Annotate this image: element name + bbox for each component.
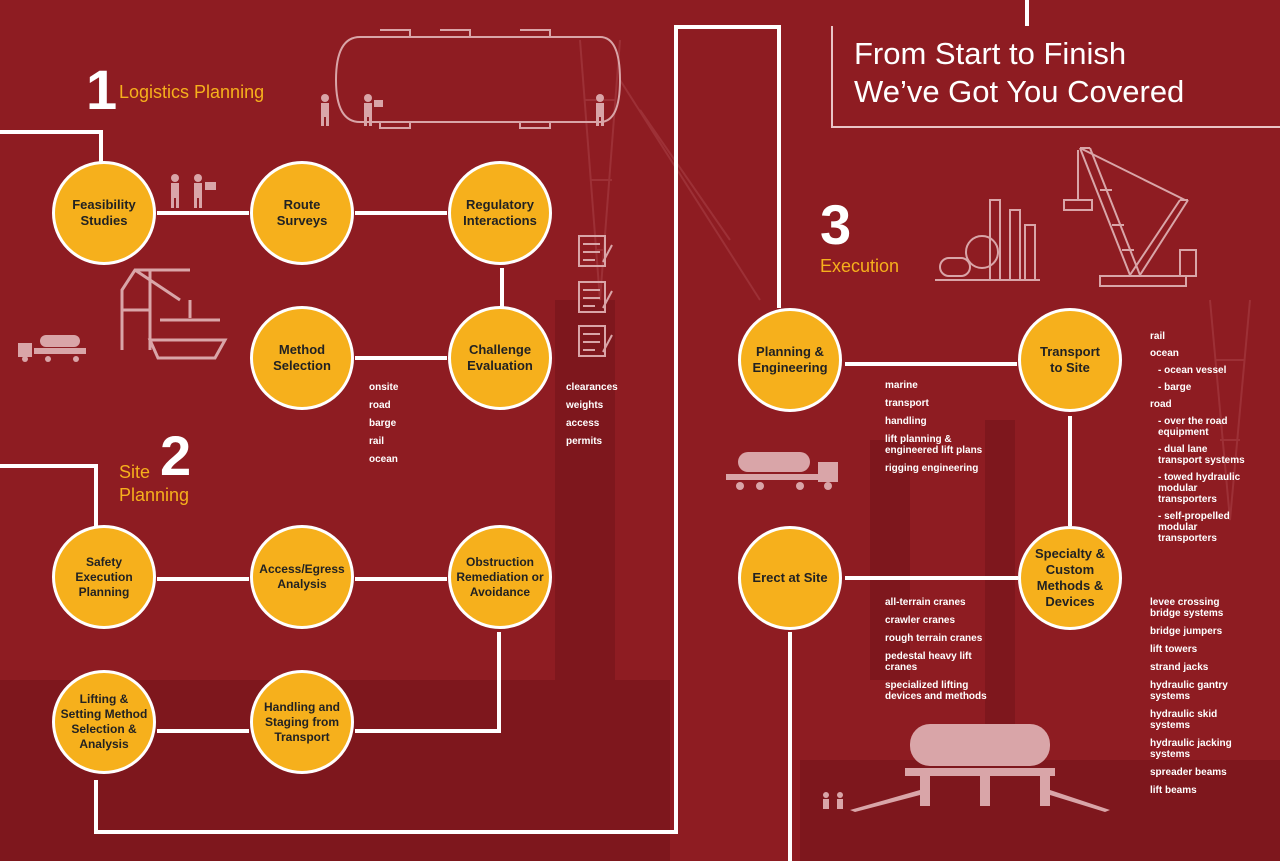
list-item: all-terrain cranes bbox=[885, 597, 966, 608]
erect-equipment-list: all-terrain cranes crawler cranes rough … bbox=[885, 597, 987, 709]
node-regulatory-interactions: Regulatory Interactions bbox=[448, 161, 552, 265]
connector-lines bbox=[0, 0, 1072, 861]
headline-line-1: From Start to Finish bbox=[854, 36, 1127, 71]
checklist-icon bbox=[578, 235, 613, 357]
list-item: specialized lifting devices and methods bbox=[885, 680, 987, 702]
list-item: spreader beams bbox=[1150, 767, 1227, 778]
list-item: lift planning & engineered lift plans bbox=[885, 434, 983, 456]
node-planning-engineering: Planning & Engineering bbox=[738, 308, 842, 412]
transport-truck-icon bbox=[726, 452, 838, 490]
node-obstruction-remediation: Obstruction Remediation or Avoidance bbox=[448, 525, 552, 629]
node-handling-staging: Handling and Staging from Transport bbox=[250, 670, 354, 774]
section-2-title: Site Planning bbox=[119, 462, 190, 505]
node-safety-execution-planning: Safety Execution Planning bbox=[52, 525, 156, 629]
list-item: ocean bbox=[1150, 348, 1179, 359]
list-item: hydraulic skid systems bbox=[1150, 709, 1218, 731]
section-2-number: 2 bbox=[160, 424, 192, 487]
workers-icon bbox=[321, 94, 604, 126]
section-1-title: Logistics Planning bbox=[119, 82, 265, 102]
surveyors-icon bbox=[171, 174, 216, 208]
list-item: transport bbox=[885, 398, 929, 409]
list-item: - dual lane transport systems bbox=[1158, 444, 1245, 466]
headline-box: From Start to Finish We’ve Got You Cover… bbox=[831, 26, 1280, 128]
list-item: rigging engineering bbox=[885, 463, 979, 474]
list-item: barge bbox=[369, 418, 397, 429]
node-feasibility-studies: Feasibility Studies bbox=[52, 161, 156, 265]
method-options-list: onsite road barge rail ocean bbox=[369, 382, 398, 472]
list-item: lift towers bbox=[1150, 644, 1198, 655]
section-3-number: 3 bbox=[820, 193, 852, 256]
crawler-crane-icon bbox=[1063, 147, 1197, 287]
node-method-selection: Method Selection bbox=[250, 306, 354, 410]
truck-tank-icon bbox=[18, 335, 86, 362]
list-item: - ocean vessel bbox=[1158, 365, 1227, 376]
list-item: - towed hydraulic modular transporters bbox=[1158, 472, 1241, 505]
list-item: - barge bbox=[1158, 382, 1192, 393]
list-item: handling bbox=[885, 416, 927, 427]
list-item: pedestal heavy lift cranes bbox=[885, 651, 972, 673]
list-item: road bbox=[369, 400, 391, 411]
section-3-title: Execution bbox=[820, 256, 900, 276]
node-access-egress-analysis: Access/Egress Analysis bbox=[250, 525, 354, 629]
node-route-surveys: Route Surveys bbox=[250, 161, 354, 265]
headline-line-2: We’ve Got You Covered bbox=[854, 74, 1185, 109]
list-item: permits bbox=[566, 436, 603, 447]
node-transport-to-site: Transport to Site bbox=[1018, 308, 1122, 412]
list-item: access bbox=[566, 418, 600, 429]
transport-options-list: rail ocean - ocean vessel - barge road -… bbox=[1150, 331, 1245, 550]
list-item: - over the road equipment bbox=[1158, 416, 1228, 438]
list-item: levee crossing bridge systems bbox=[1150, 597, 1224, 619]
node-lifting-setting-method: Lifting & Setting Method Selection & Ana… bbox=[52, 670, 156, 774]
list-item: marine bbox=[885, 380, 918, 391]
list-item: weights bbox=[566, 400, 604, 411]
list-item: onsite bbox=[369, 382, 399, 393]
gantry-crane-ship-icon bbox=[120, 268, 228, 360]
module-on-bridge-icon bbox=[823, 724, 1110, 812]
list-item: bridge jumpers bbox=[1150, 626, 1223, 637]
challenge-items-list: clearances weights access permits bbox=[566, 382, 618, 454]
list-item: strand jacks bbox=[1150, 662, 1209, 673]
list-item: road bbox=[1150, 399, 1172, 410]
list-item: crawler cranes bbox=[885, 615, 956, 626]
section-1-number: 1 bbox=[86, 58, 118, 121]
list-item: hydraulic gantry systems bbox=[1150, 680, 1228, 702]
list-item: clearances bbox=[566, 382, 618, 393]
planning-engineering-list: marine transport handling lift planning … bbox=[885, 380, 982, 481]
list-item: rail bbox=[369, 436, 385, 447]
list-item: hydraulic jacking systems bbox=[1150, 738, 1232, 760]
list-item: - self-propelled modular transporters bbox=[1158, 511, 1230, 544]
list-item: rough terrain cranes bbox=[885, 633, 983, 644]
list-item: rail bbox=[1150, 331, 1166, 342]
specialty-devices-list: levee crossing bridge systems bridge jum… bbox=[1150, 597, 1232, 803]
node-specialty-custom-methods: Specialty & Custom Methods & Devices bbox=[1018, 526, 1122, 630]
list-item: ocean bbox=[369, 454, 398, 465]
node-challenge-evaluation: Challenge Evaluation bbox=[448, 306, 552, 410]
list-item: lift beams bbox=[1150, 785, 1197, 796]
node-erect-at-site: Erect at Site bbox=[738, 526, 842, 630]
refinery-icon bbox=[935, 199, 1040, 281]
tank-vessel-icon bbox=[334, 29, 622, 129]
